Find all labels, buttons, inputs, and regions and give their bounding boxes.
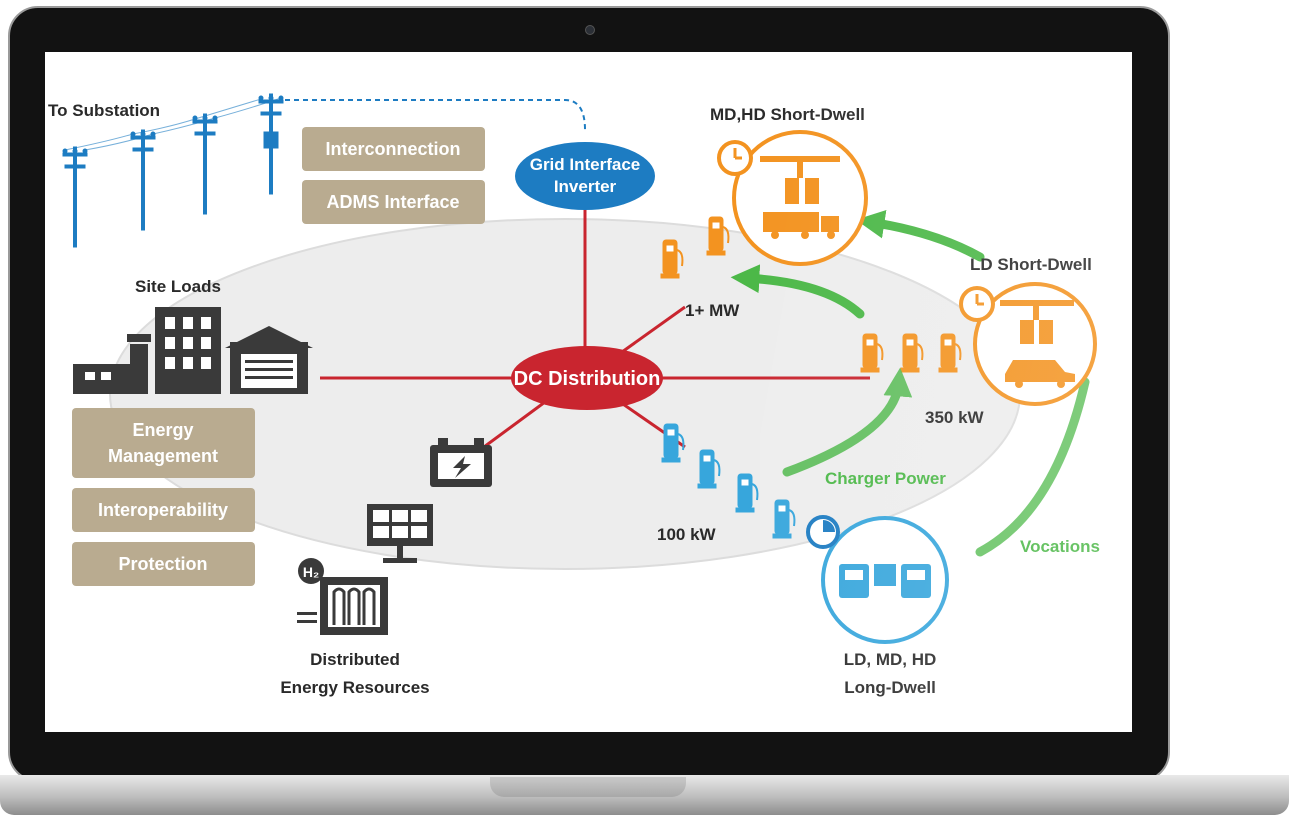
- 350kw-label: 350 kW: [925, 408, 985, 427]
- charger-power-label: Charger Power: [825, 469, 946, 488]
- svg-text:Interoperability: Interoperability: [98, 500, 228, 520]
- energy-management-box: Energy Management: [72, 408, 255, 478]
- md-hd-short-dwell-label: MD,HD Short-Dwell: [710, 105, 865, 124]
- svg-text:H₂: H₂: [303, 564, 319, 580]
- dc-distribution-hub: DC Distribution: [511, 346, 663, 410]
- 350kw-chargers-icon: [860, 333, 962, 373]
- screen: To Substation Interconnection ADMS Inter…: [45, 52, 1132, 732]
- battery-icon: [430, 438, 492, 487]
- long-dwell-label-line2: Long-Dwell: [844, 678, 936, 697]
- ld-short-dwell-station: [959, 282, 1097, 406]
- long-dwell-label-line1: LD, MD, HD: [844, 650, 937, 669]
- svg-text:ADMS Interface: ADMS Interface: [326, 192, 459, 212]
- svg-text:Management: Management: [108, 446, 218, 466]
- vocations-label: Vocations: [1020, 537, 1100, 556]
- interconnection-box: Interconnection: [302, 127, 485, 171]
- svg-text:Interconnection: Interconnection: [325, 139, 460, 159]
- long-dwell-depot: [806, 515, 949, 644]
- one-mw-label: 1+ MW: [685, 301, 740, 320]
- der-label-line1: Distributed: [310, 650, 400, 669]
- svg-text:Energy: Energy: [132, 420, 193, 440]
- svg-text:Inverter: Inverter: [554, 177, 617, 196]
- fuel-cell-icon: H₂: [297, 558, 388, 635]
- svg-text:Grid Interface: Grid Interface: [530, 155, 641, 174]
- svg-text:Protection: Protection: [118, 554, 207, 574]
- dashed-connector: [285, 99, 586, 131]
- interoperability-box: Interoperability: [72, 488, 255, 532]
- site-loads-label: Site Loads: [135, 277, 221, 296]
- solar-panel-icon: [367, 504, 433, 563]
- grid-interface-inverter-node: Grid Interface Inverter: [515, 142, 655, 210]
- charger-power-arrows: [730, 209, 1090, 557]
- ld-short-dwell-label: LD Short-Dwell: [970, 255, 1092, 274]
- svg-text:DC Distribution: DC Distribution: [514, 368, 661, 390]
- 100kw-label: 100 kW: [657, 525, 717, 544]
- microgrid-diagram: To Substation Interconnection ADMS Inter…: [48, 93, 1100, 697]
- adms-interface-box: ADMS Interface: [302, 180, 485, 224]
- md-hd-short-dwell-station: [717, 130, 868, 266]
- der-label-line2: Energy Resources: [280, 678, 429, 697]
- laptop-base-notch: [490, 777, 686, 797]
- protection-box: Protection: [72, 542, 255, 586]
- to-substation-label: To Substation: [48, 101, 160, 120]
- buildings-icon: [73, 307, 313, 394]
- utility-poles-icon: [62, 93, 284, 248]
- camera-icon: [585, 25, 595, 35]
